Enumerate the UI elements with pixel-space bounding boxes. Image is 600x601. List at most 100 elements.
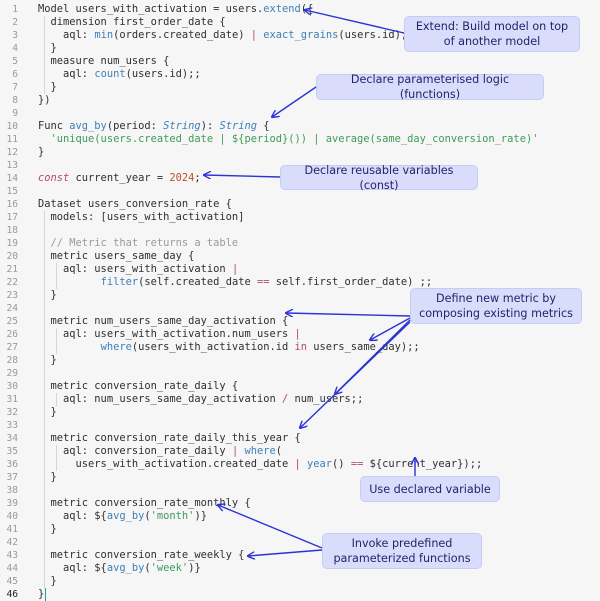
- code-line[interactable]: 25 metric num_users_same_day_activation …: [0, 315, 600, 328]
- code-line[interactable]: 7 }: [0, 81, 600, 94]
- line-number: 25: [6, 316, 18, 327]
- code-token: }: [38, 81, 57, 93]
- code-line[interactable]: 31 aql: num_users_same_day_activation / …: [0, 393, 600, 406]
- line-number: 40: [6, 511, 18, 522]
- code-line[interactable]: 46}: [0, 588, 600, 601]
- code-line[interactable]: 29: [0, 367, 600, 380]
- code-line[interactable]: 37 }: [0, 471, 600, 484]
- code-line[interactable]: 41 }: [0, 523, 600, 536]
- code-token: in: [294, 341, 308, 353]
- code-token: self.first_order_date) ;;: [269, 276, 433, 288]
- code-line[interactable]: 6 aql: count(users.id);;: [0, 68, 600, 81]
- line-number: 26: [6, 329, 18, 340]
- code-line[interactable]: 20 metric users_same_day {: [0, 250, 600, 263]
- code-token: {: [257, 120, 270, 132]
- code-line[interactable]: 42: [0, 536, 600, 549]
- line-number: 38: [6, 485, 18, 496]
- code-line[interactable]: 8}): [0, 94, 600, 107]
- code-text: metric conversion_rate_weekly {: [38, 549, 245, 562]
- code-token: min: [94, 29, 114, 41]
- code-text: filter(self.created_date == self.first_o…: [38, 276, 433, 289]
- code-line[interactable]: 27 where(users_with_activation.id in use…: [0, 341, 600, 354]
- code-line[interactable]: 24: [0, 302, 600, 315]
- code-line[interactable]: 44 aql: ${avg_by('week')}: [0, 562, 600, 575]
- code-line[interactable]: 45 }: [0, 575, 600, 588]
- code-text: aql: num_users_same_day_activation / num…: [38, 393, 363, 406]
- callout-metric: Define new metric by composing existing …: [410, 288, 582, 324]
- code-token: |: [231, 263, 239, 275]
- code-line[interactable]: 32 }: [0, 406, 600, 419]
- code-line[interactable]: 28 }: [0, 354, 600, 367]
- code-line[interactable]: 23 }: [0, 289, 600, 302]
- code-text: metric conversion_rate_monthly {: [38, 497, 251, 510]
- code-line[interactable]: 5 measure num_users {: [0, 55, 600, 68]
- code-token: year: [307, 458, 333, 470]
- code-token: count: [94, 68, 126, 80]
- line-number: 10: [6, 121, 18, 132]
- code-line[interactable]: 26 aql: users_with_activation.num_users …: [0, 328, 600, 341]
- code-token: users_with_activation.created_date: [38, 458, 295, 470]
- line-number: 18: [6, 225, 18, 236]
- code-token: metric conversion_rate_weekly {: [38, 549, 245, 561]
- code-line[interactable]: 22 filter(self.created_date == self.firs…: [0, 276, 600, 289]
- code-token: Model users_with_activation = users.: [38, 3, 264, 15]
- code-line[interactable]: 36 users_with_activation.created_date | …: [0, 458, 600, 471]
- code-token: ==: [350, 458, 364, 470]
- code-line[interactable]: 9: [0, 107, 600, 120]
- code-line[interactable]: 11 'unique(users.created_date | ${period…: [0, 133, 600, 146]
- code-token: [38, 341, 101, 353]
- code-line[interactable]: 19 // Metric that returns a table: [0, 237, 600, 250]
- code-token: 'week': [150, 562, 189, 574]
- code-text: aql: users_with_activation.num_users |: [38, 328, 301, 341]
- code-line[interactable]: 38: [0, 484, 600, 497]
- code-text: models: [users_with_activation]: [38, 211, 245, 224]
- line-number: 4: [12, 43, 18, 54]
- code-token: }: [38, 146, 45, 158]
- line-number: 21: [6, 264, 18, 275]
- code-token: )}: [194, 510, 207, 522]
- line-number: 20: [6, 251, 18, 262]
- line-number: 3: [12, 30, 18, 41]
- code-token: current_year =: [69, 172, 170, 184]
- line-number: 22: [6, 277, 18, 288]
- code-text: }: [38, 81, 57, 94]
- code-line[interactable]: 15: [0, 185, 600, 198]
- code-token: avg_by: [69, 120, 107, 132]
- code-token: |: [294, 328, 301, 340]
- code-token: aql: ${: [38, 562, 107, 574]
- code-token: (: [144, 510, 151, 522]
- line-number: 13: [6, 160, 18, 171]
- code-line[interactable]: 17 models: [users_with_activation]: [0, 211, 600, 224]
- code-token: metric users_same_day {: [38, 250, 195, 262]
- indent-guide: [56, 328, 57, 354]
- line-number: 31: [6, 394, 18, 405]
- code-line[interactable]: 21 aql: users_with_activation |: [0, 263, 600, 276]
- code-token: // Metric that returns a table: [38, 237, 239, 249]
- code-line[interactable]: 30 metric conversion_rate_daily {: [0, 380, 600, 393]
- code-token: }: [38, 406, 57, 418]
- line-number: 36: [6, 459, 18, 470]
- code-line[interactable]: 4 }: [0, 42, 600, 55]
- code-line[interactable]: 35 aql: conversion_rate_daily | where(: [0, 445, 600, 458]
- code-line[interactable]: 39 metric conversion_rate_monthly {: [0, 497, 600, 510]
- line-number: 17: [6, 212, 18, 223]
- code-text: aql: users_with_activation |: [38, 263, 238, 276]
- code-line[interactable]: 18: [0, 224, 600, 237]
- code-line[interactable]: 2 dimension first_order_date {: [0, 16, 600, 29]
- code-line[interactable]: 13: [0, 159, 600, 172]
- callout-functions: Declare parameterised logic (functions): [316, 73, 544, 101]
- code-line[interactable]: 43 metric conversion_rate_weekly {: [0, 549, 600, 562]
- code-line[interactable]: 34 metric conversion_rate_daily_this_yea…: [0, 432, 600, 445]
- indent-guide: [44, 211, 45, 588]
- code-line[interactable]: 12}: [0, 146, 600, 159]
- code-token: aql:: [38, 29, 95, 41]
- code-token: metric conversion_rate_monthly {: [38, 497, 251, 509]
- line-number: 28: [6, 355, 18, 366]
- code-line[interactable]: 40 aql: ${avg_by('month')}: [0, 510, 600, 523]
- code-line[interactable]: 33: [0, 419, 600, 432]
- callout-extend: Extend: Build model on top of another mo…: [404, 16, 580, 52]
